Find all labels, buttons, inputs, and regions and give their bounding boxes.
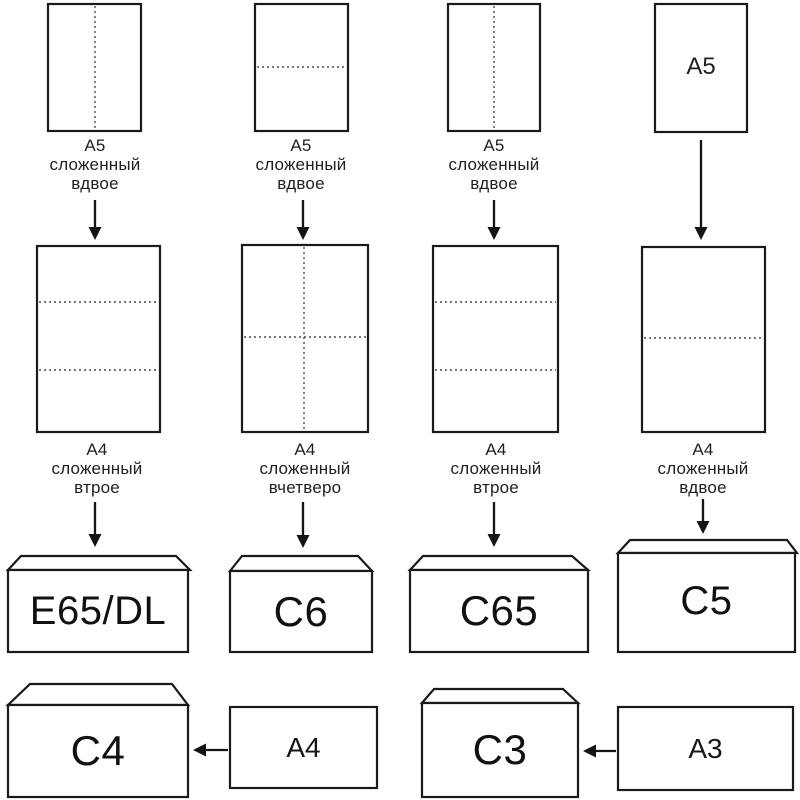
- caption-a5-folded-col2: A5 сложенный вдвое: [255, 136, 347, 193]
- envelope-c3-body: [420, 701, 580, 799]
- arrow-head: [583, 744, 596, 758]
- envelope-c6-body: [228, 569, 374, 654]
- envelope-c6-flap: [227, 554, 375, 573]
- a4-sheet-label: A4: [286, 731, 321, 763]
- envelope-c4-flap: [5, 682, 191, 707]
- envelope-c3-flap: [419, 687, 581, 705]
- envelope-label-c5: C5: [680, 579, 733, 623]
- envelope-c65-flap: [407, 554, 591, 572]
- arrow-head: [296, 227, 310, 240]
- arrow-head: [296, 535, 310, 548]
- a3-sheet-bottom: [616, 705, 795, 792]
- caption-a5-folded-col1: A5 сложенный вдвое: [49, 136, 141, 193]
- caption-a4-folded-col3: A4 сложенный втрое: [450, 440, 542, 497]
- envelope-label-c65: C65: [459, 587, 539, 634]
- caption-a4-folded-col1: A4 сложенный втрое: [51, 440, 143, 497]
- envelope-c4-body: [6, 703, 190, 799]
- a5-sheet-col4: [653, 2, 749, 134]
- envelope-c65-body: [408, 568, 590, 654]
- envelope-label-c4: C4: [70, 727, 126, 774]
- envelope-e65dl-flap: [5, 554, 193, 572]
- caption-a4-folded-col2: A4 сложенный вчетверо: [259, 440, 351, 497]
- a4-sheet-col1: [35, 244, 162, 434]
- envelope-e65dl-body: [6, 568, 190, 654]
- envelope-c5-flap: [615, 538, 800, 555]
- a5-sheet-inner-label: A5: [686, 53, 716, 80]
- a3-sheet-label: A3: [688, 732, 723, 764]
- arrow-head: [694, 227, 708, 240]
- arrow-head: [193, 743, 206, 757]
- caption-a4-folded-col4: A4 сложенный вдвое: [657, 440, 749, 497]
- envelope-label-e65dl: E65/DL: [29, 588, 167, 633]
- arrow-head: [487, 534, 501, 547]
- arrow-head: [88, 534, 102, 547]
- envelope-label-c6: C6: [273, 587, 329, 635]
- a4-sheet-col2: [240, 243, 370, 434]
- a4-sheet-bottom: [228, 705, 379, 790]
- arrow-head: [696, 521, 710, 534]
- a4-sheet-col3: [431, 244, 560, 434]
- envelope-label-c3: C3: [472, 726, 528, 773]
- caption-a5-folded-col3: A5 сложенный вдвое: [448, 136, 540, 193]
- envelope-c5-body: [616, 551, 797, 654]
- arrow-head: [487, 227, 501, 240]
- a4-sheet-col4: [640, 245, 767, 434]
- arrow-head: [88, 227, 102, 240]
